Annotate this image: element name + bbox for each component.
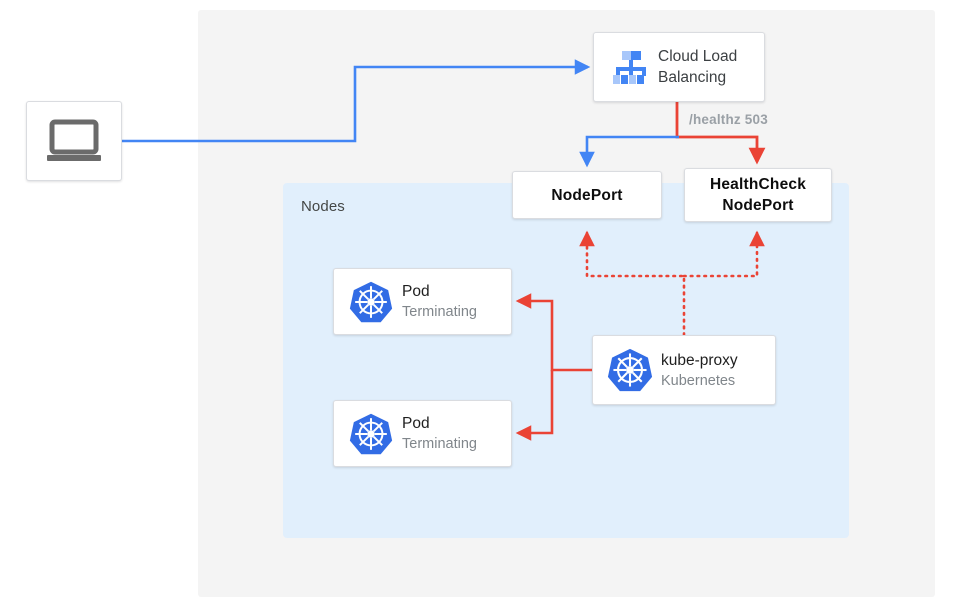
pod-terminating-1-box[interactable]: Pod Terminating [333,268,512,335]
kube-proxy-sublabel: Kubernetes [661,372,736,389]
cloud-load-balancing-label: Cloud Load Balancing [658,48,738,86]
healthz-annotation: /healthz 503 [689,112,768,127]
kube-proxy-label: kube-proxy [661,351,738,369]
nodeport-label: NodePort [551,186,623,204]
pod-terminating-2-sublabel: Terminating [402,436,477,452]
pod-terminating-2-box[interactable]: Pod Terminating [333,400,512,467]
pod-terminating-2-text: Pod Terminating [402,413,477,454]
healthcheck-nodeport-label-line2: NodePort [722,197,794,214]
nodeport-box[interactable]: NodePort [512,171,662,219]
healthcheck-nodeport-box[interactable]: HealthCheck NodePort [684,168,832,222]
client-device-box[interactable] [26,101,122,181]
cloud-load-balancing-icon [602,45,658,89]
healthcheck-nodeport-label: HealthCheck NodePort [710,174,806,216]
kube-proxy-box[interactable]: kube-proxy Kubernetes [592,335,776,405]
laptop-icon [46,119,102,163]
pod-terminating-1-sublabel: Terminating [402,304,477,320]
cloud-load-balancing-text: Cloud Load Balancing [658,46,764,88]
kubernetes-icon [340,280,402,324]
healthcheck-nodeport-label-line1: HealthCheck [709,176,807,193]
pod-terminating-1-label: Pod [402,283,430,300]
pod-terminating-1-text: Pod Terminating [402,281,477,322]
kubernetes-icon [340,412,402,456]
kube-proxy-text: kube-proxy Kubernetes [661,350,738,391]
kubernetes-icon [599,347,661,393]
pod-terminating-2-label: Pod [402,415,430,432]
nodes-region-label: Nodes [301,198,345,215]
cloud-load-balancing-box[interactable]: Cloud Load Balancing [593,32,765,102]
